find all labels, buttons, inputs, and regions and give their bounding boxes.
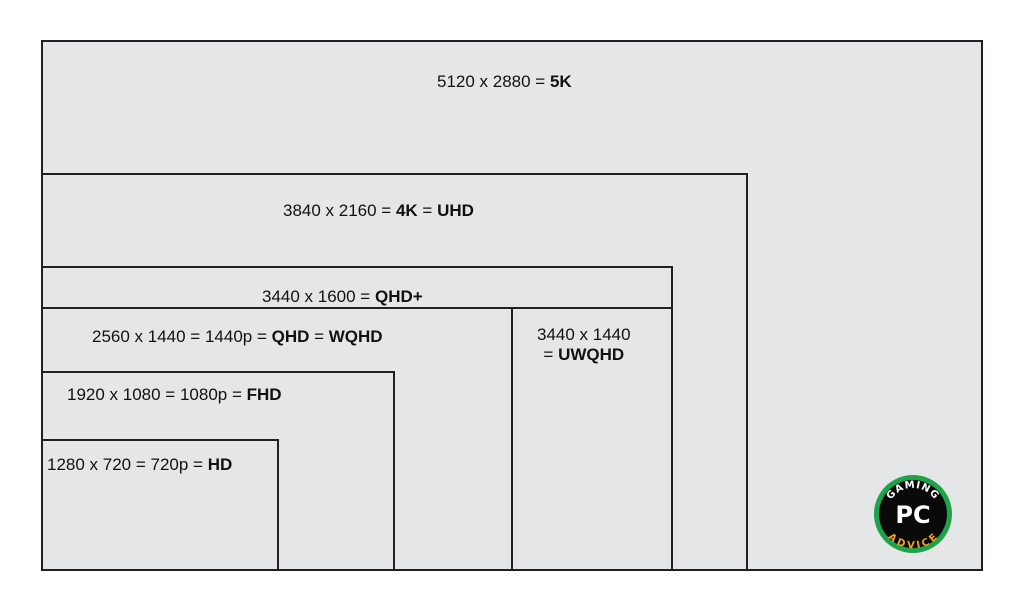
resolution-label-5k: 5120 x 2880 = 5K <box>437 72 572 91</box>
resolution-label-qhdplus: 3440 x 1600 = QHD+ <box>262 287 423 306</box>
resolution-label-hd: 1280 x 720 = 720p = HD <box>47 455 233 474</box>
resolution-label-4k: 3840 x 2160 = 4K = UHD <box>283 201 474 220</box>
gaming-pc-advice-logo: GAMING PC ADVICE <box>874 475 952 553</box>
resolution-box-uwqhd <box>511 307 673 571</box>
resolution-label-uwqhd: 3440 x 1440= UWQHD <box>537 325 631 364</box>
resolution-label-fhd: 1920 x 1080 = 1080p = FHD <box>67 385 282 404</box>
resolution-label-wqhd: 2560 x 1440 = 1440p = QHD = WQHD <box>92 327 383 346</box>
resolution-box-hd <box>41 439 279 571</box>
logo-center-text: PC <box>895 501 930 529</box>
